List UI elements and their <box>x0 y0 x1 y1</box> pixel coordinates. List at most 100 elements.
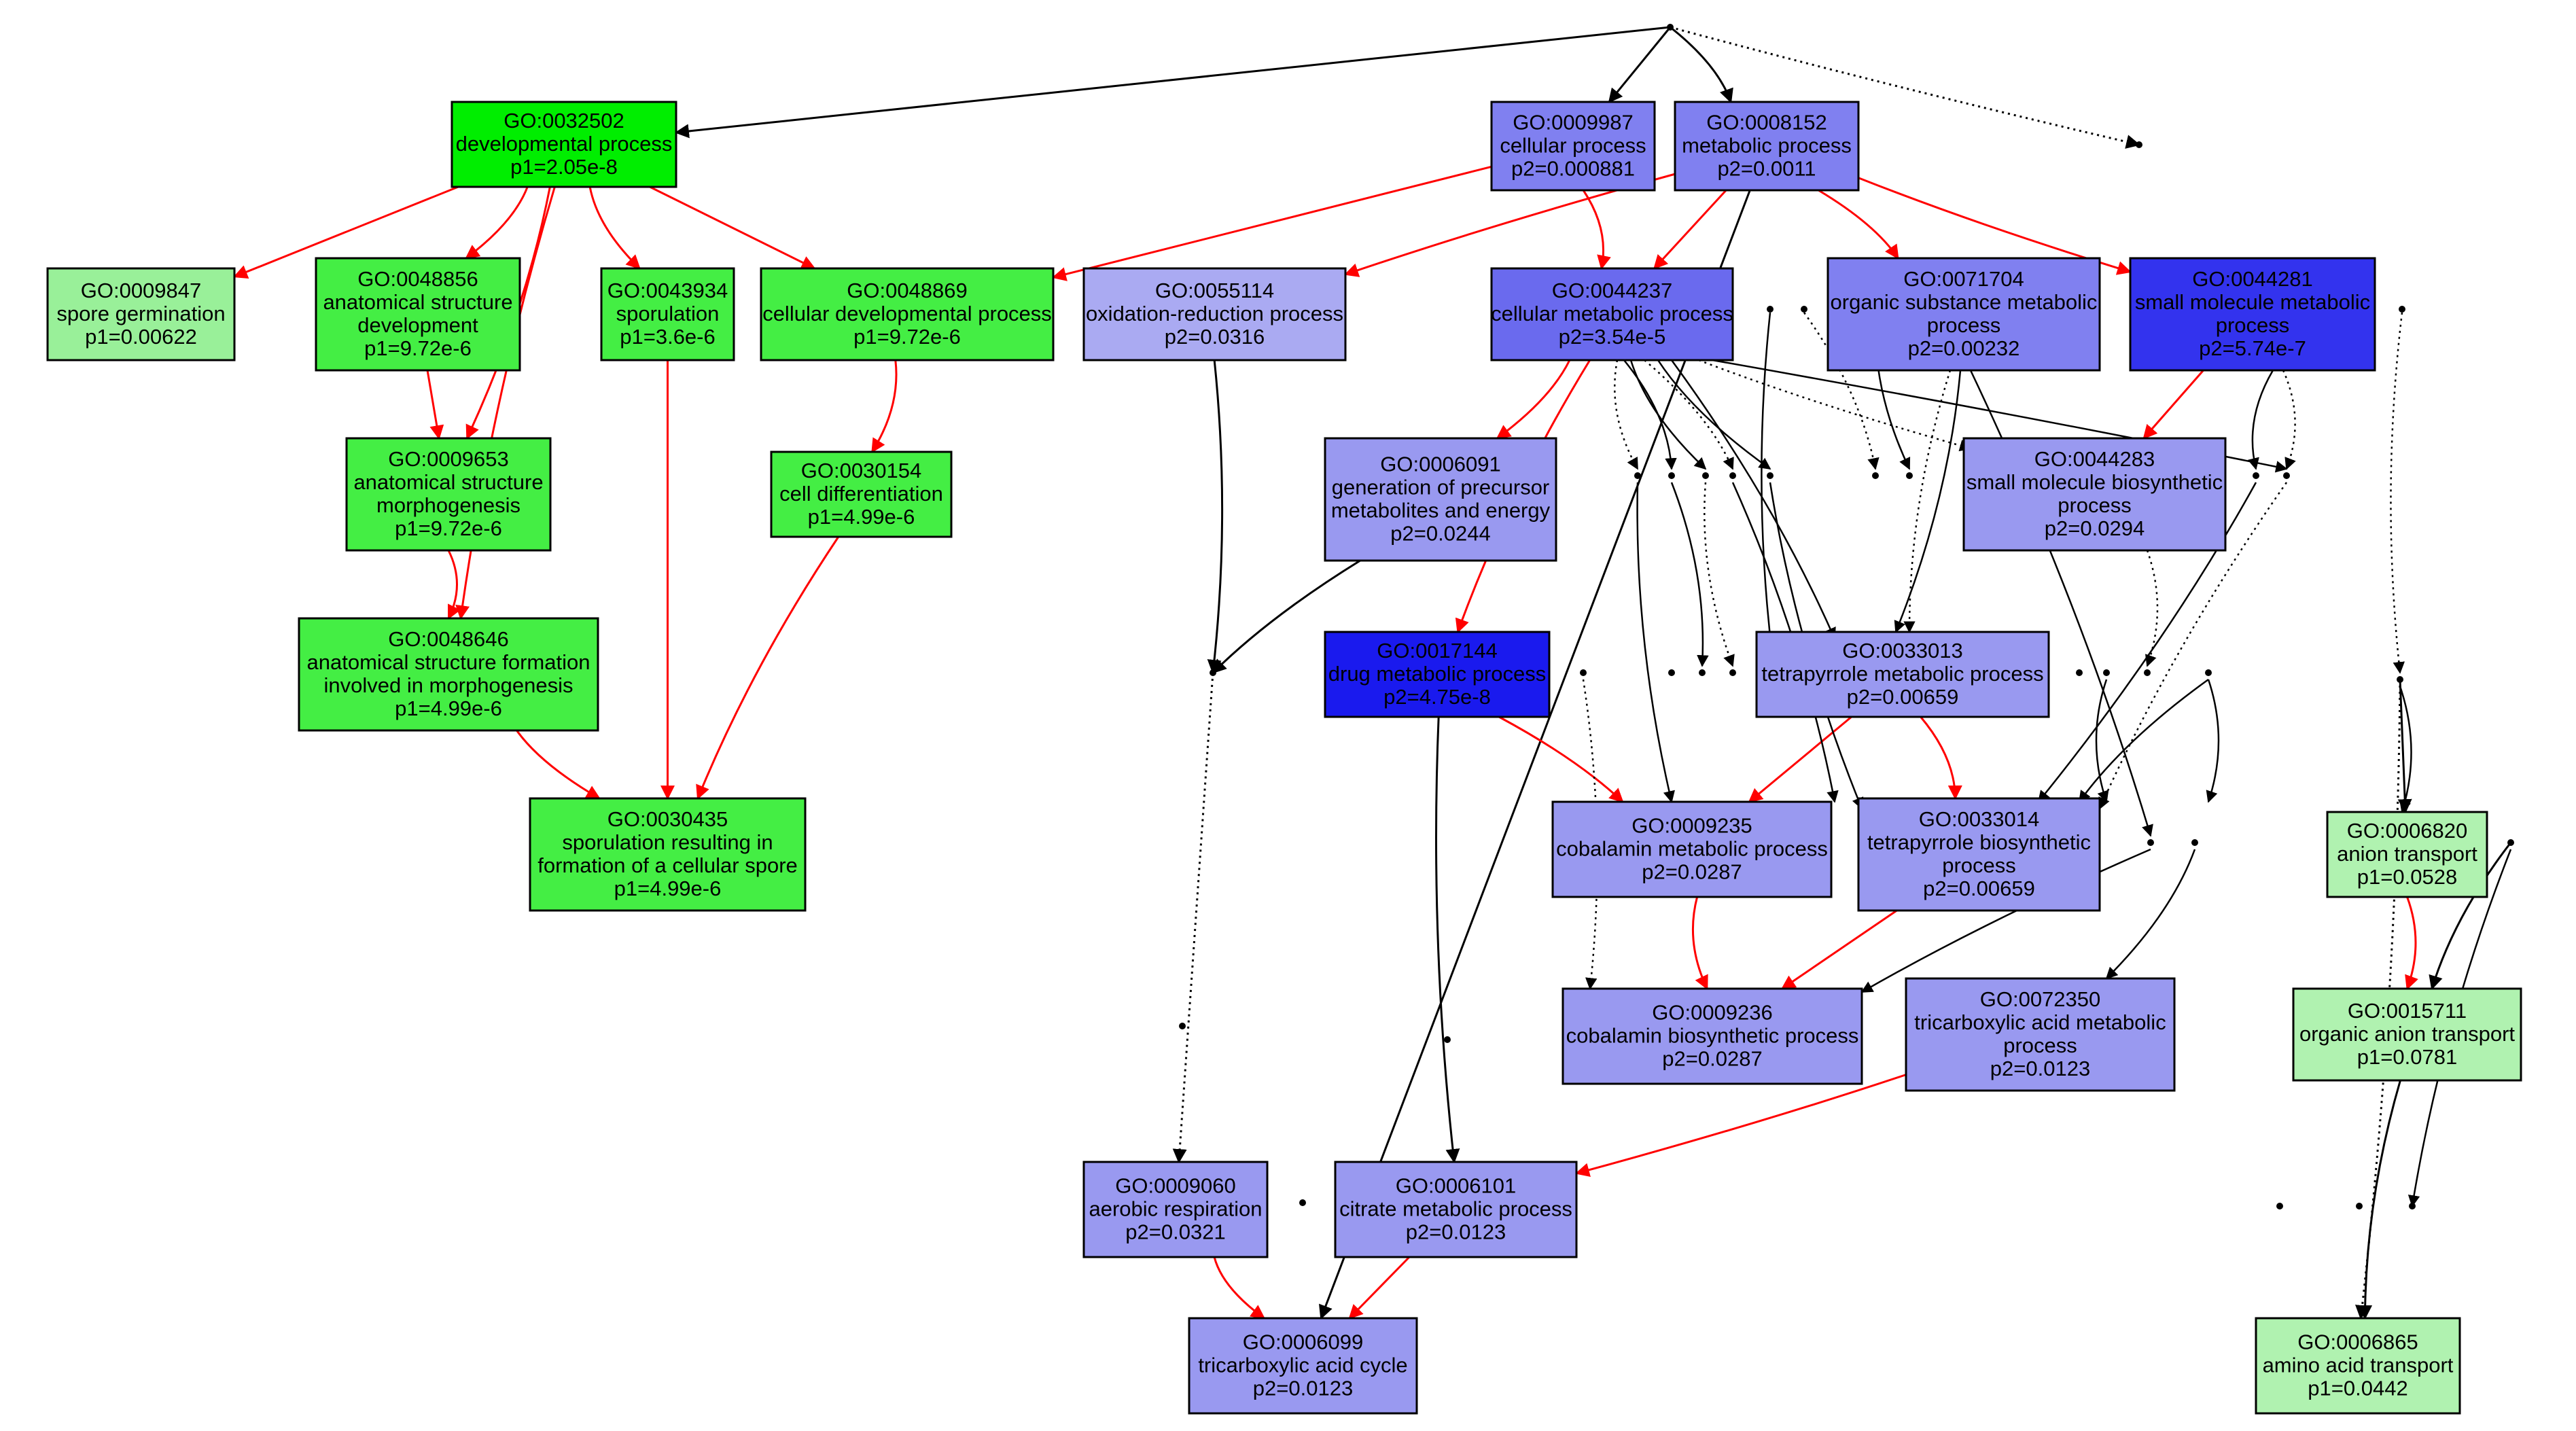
edge-n44281-n44283 <box>2142 370 2204 440</box>
edge-n6101-n6099 <box>1348 1256 1411 1320</box>
node-term-name: aerobic respiration <box>1089 1197 1262 1221</box>
junction-dot <box>1444 1036 1451 1043</box>
edge-n72350-n6101 <box>1574 1074 1907 1178</box>
node-box <box>600 267 735 361</box>
node-box <box>1324 631 1551 718</box>
junction-dot <box>1702 472 1709 479</box>
node-go-id: GO:0071704 <box>1903 267 2024 291</box>
junction-dot <box>1699 669 1706 676</box>
junction-dot <box>2144 669 2151 676</box>
junction-dot <box>1179 1023 1186 1029</box>
junction-dot <box>2191 839 2198 846</box>
node-box <box>1905 977 2176 1092</box>
node-box <box>315 257 521 372</box>
junction-dot <box>1210 669 1216 676</box>
node-go-id: GO:0006820 <box>2347 819 2468 843</box>
node-box <box>1827 257 2101 372</box>
node-go-id: GO:0043934 <box>607 279 728 302</box>
node-pvalue: p2=0.0287 <box>1642 860 1742 884</box>
node-pvalue: p2=0.0244 <box>1390 522 1490 546</box>
node-pvalue: p2=0.00232 <box>1908 336 2020 360</box>
edge-n9987-n44237 <box>1582 190 1611 270</box>
node-term-name: tricarboxylic acid metabolic <box>1914 1010 2166 1034</box>
edge-dot_right2-n6820 <box>2397 679 2412 814</box>
edge-n33013-n33014 <box>1920 716 1962 800</box>
node-box <box>2292 987 2522 1082</box>
edge-n32502-n48869 <box>649 186 816 270</box>
connector-edge <box>1670 482 1709 667</box>
connector-edge <box>1644 359 1734 470</box>
connector-edge <box>2206 679 2220 803</box>
junction-dot <box>1668 669 1675 676</box>
node-box <box>298 617 599 732</box>
junction-dot <box>2507 839 2514 846</box>
node-term-name: cobalamin biosynthetic process <box>1566 1024 1859 1048</box>
node-box <box>760 267 1055 361</box>
connector-edge <box>1670 359 1836 640</box>
node-term-name: oxidation-reduction process <box>1086 302 1343 325</box>
connector-edge <box>1704 482 1735 667</box>
junction-dot <box>1667 24 1674 31</box>
node-box <box>1324 437 1557 562</box>
node-term-name: sporulation <box>616 302 720 325</box>
node-term-name: process <box>2058 493 2132 517</box>
node-box <box>1755 631 2050 718</box>
edge-n48646-n30435 <box>516 730 601 800</box>
node-term-name: formation of a cellular spore <box>537 853 798 877</box>
junction-dot <box>1580 669 1587 676</box>
node-box <box>1082 1161 1269 1258</box>
edge-root-n9987 <box>1608 26 1672 103</box>
node-pvalue: p2=0.0123 <box>1990 1057 2090 1080</box>
node-go-id: GO:0044237 <box>1552 279 1673 302</box>
node-go-id: GO:0009060 <box>1115 1174 1236 1198</box>
node-term-name: tetrapyrrole metabolic process <box>1761 662 2043 686</box>
junction-dot <box>2409 1203 2416 1209</box>
node-term-name: amino acid transport <box>2263 1354 2454 1377</box>
node-go-id: GO:0048856 <box>357 267 478 291</box>
node-term-name: metabolites and energy <box>1331 499 1551 523</box>
node-go-id: GO:0048869 <box>847 279 968 302</box>
node-term-name: cellular process <box>1500 134 1646 158</box>
node-box <box>1490 101 1656 192</box>
connector-edge <box>1614 359 1639 470</box>
edge-root-n8152 <box>1670 26 1733 103</box>
node-go-id: GO:0006099 <box>1243 1330 1364 1354</box>
node-box <box>770 450 953 538</box>
node-pvalue: p2=0.0011 <box>1717 157 1816 181</box>
node-pvalue: p1=9.72e-6 <box>395 516 502 540</box>
node-pvalue: p1=0.00622 <box>85 325 197 349</box>
junction-dot <box>2136 141 2142 148</box>
node-term-name: sporulation resulting in <box>562 830 773 854</box>
connector-edge <box>1698 359 1972 452</box>
